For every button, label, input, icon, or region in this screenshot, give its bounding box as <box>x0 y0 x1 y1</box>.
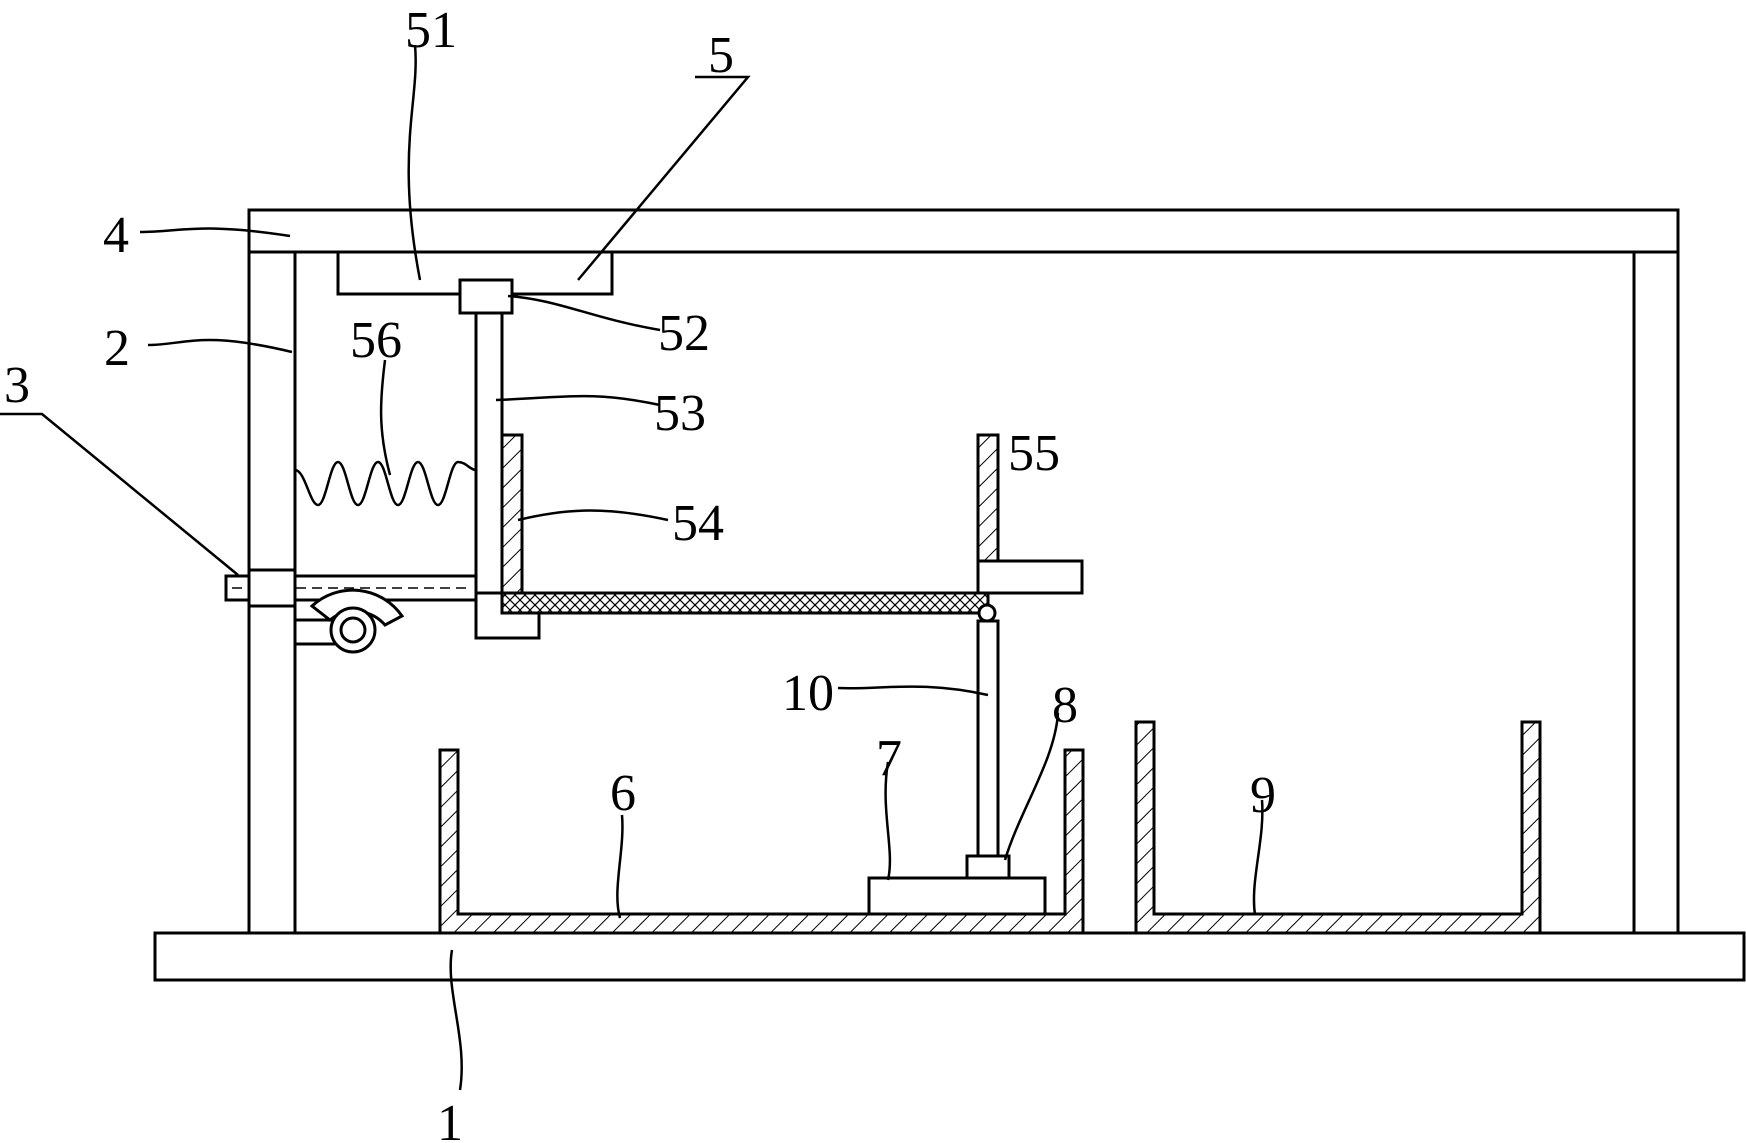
label-55: 55 <box>1008 425 1060 482</box>
link-rod <box>976 619 1000 858</box>
tray-6 <box>438 748 1085 935</box>
label-7: 7 <box>876 730 902 787</box>
base-plate <box>153 931 1746 982</box>
label-6: 6 <box>610 765 636 822</box>
label-53: 53 <box>654 385 706 442</box>
horizontal-arm <box>500 591 990 615</box>
label-3: 3 <box>4 357 30 414</box>
label-51: 51 <box>405 2 457 59</box>
label-4: 4 <box>103 207 129 264</box>
pillar-collar <box>247 568 297 608</box>
cam-wheel-inner <box>339 616 367 644</box>
top-beam <box>247 208 1680 254</box>
slider-block <box>458 278 514 315</box>
stop-bracket <box>976 559 1084 595</box>
label-54: 54 <box>672 495 724 552</box>
stop-plate <box>976 433 1000 563</box>
spring <box>294 460 477 507</box>
label-2: 2 <box>104 320 130 377</box>
label-8: 8 <box>1052 677 1078 734</box>
label-1: 1 <box>437 1095 463 1143</box>
tray-9 <box>1134 720 1542 935</box>
label-5: 5 <box>708 27 734 84</box>
label-9: 9 <box>1250 767 1276 824</box>
label-52: 52 <box>658 305 710 362</box>
hinge-pin <box>977 603 997 623</box>
label-56: 56 <box>350 312 402 369</box>
label-10: 10 <box>782 665 834 722</box>
right-pillar <box>1632 250 1680 935</box>
base-7 <box>867 876 1047 918</box>
vertical-rod <box>474 311 504 640</box>
hatched-plate <box>500 433 524 595</box>
